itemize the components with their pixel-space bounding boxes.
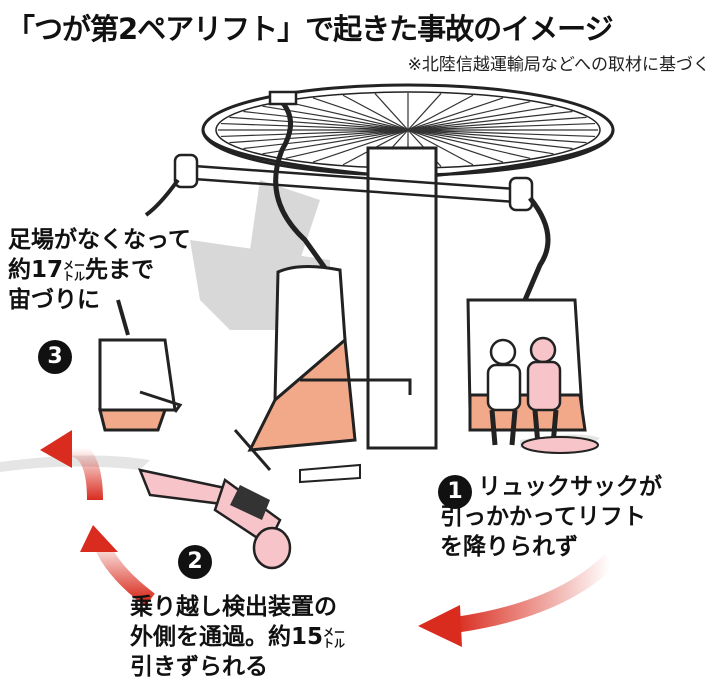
bullwheel-spoke [407, 110, 573, 131]
bullwheel-spoke [407, 129, 531, 159]
bullwheel-spoke [407, 116, 587, 131]
passenger-body [486, 363, 522, 412]
bullwheel-spoke [312, 129, 409, 163]
chair-base [299, 463, 361, 484]
meter-unit: メートル [63, 260, 85, 282]
step-1-line-3: を降りられず [440, 534, 578, 560]
bullwheel-spoke [407, 129, 596, 138]
bullwheel-spoke [243, 110, 409, 131]
movement-arrow-head [40, 430, 72, 468]
step-1-line-2: 引っかかってリフト [440, 504, 646, 530]
chair-seat [98, 408, 168, 432]
step-1-badge: 1 [438, 475, 472, 509]
chair-hanger [144, 178, 180, 217]
chair-hanger [116, 299, 130, 336]
passenger-legs [489, 409, 559, 446]
bullwheel-spoke [220, 122, 409, 131]
bullwheel-spoke [407, 129, 504, 163]
meter-unit: メートル [323, 627, 345, 649]
bullwheel-spoke [342, 94, 409, 131]
unit-bottom: トル [63, 269, 86, 283]
rope-clamp [173, 153, 199, 189]
bullwheel-spoke [407, 129, 587, 144]
diagram-title: 「つが第2ペアリフト」で起きた事故のイメージ [6, 12, 614, 46]
movement-arrow-head [80, 525, 118, 552]
haul-rope [179, 163, 531, 192]
unit-top: メー [63, 258, 86, 272]
step-2-distance: 外側を通過。約15 [130, 624, 324, 650]
hanger-grip [268, 90, 298, 106]
ski [521, 436, 599, 454]
chair-frame [273, 265, 347, 404]
passenger-head [489, 338, 517, 366]
step-2-line-3: 引きずられる [130, 654, 268, 680]
step-2-line-1: 乗り越し検出装置の [130, 594, 337, 620]
bullwheel-spoke [374, 93, 409, 131]
dragged-passenger [137, 468, 292, 570]
movement-arrow-head [418, 605, 462, 647]
passenger-head [529, 336, 557, 364]
passenger-body [526, 360, 562, 412]
haul-rope [179, 176, 531, 205]
bullwheel-spoke [407, 101, 531, 131]
bullwheel-spoke [285, 101, 409, 131]
bullwheel-spoke [407, 97, 504, 131]
bullwheel-spoke [407, 122, 596, 131]
bullwheel-spoke [407, 94, 474, 131]
bullwheel-spoke [407, 93, 442, 131]
movement-arrow [68, 440, 103, 501]
bullwheel-spoke [229, 116, 409, 131]
bullwheel-spoke [407, 129, 474, 166]
bullwheel-spoke [312, 97, 409, 131]
step-3-tail: 先まで [85, 257, 155, 283]
chair-footrest [139, 390, 183, 413]
chair-hanger [522, 196, 551, 301]
bullwheel-spoke [262, 129, 409, 155]
bullwheel-spoke [407, 105, 554, 131]
step-3-distance: 約17 [8, 257, 64, 283]
bullwheel-spoke [407, 129, 554, 155]
step-2-badge: 2 [178, 545, 212, 579]
chair-seat [247, 336, 357, 452]
unit-top: メー [323, 625, 346, 639]
bullwheel-spoke [407, 129, 573, 150]
chair-hanger [273, 98, 328, 270]
tower [366, 146, 438, 450]
movement-arrow [453, 554, 616, 633]
step-1-label: リュックサックが 引っかかってリフト を降りられず [440, 472, 662, 562]
chair-footrest [233, 429, 272, 471]
step-3-line-3: 宙づりに [8, 287, 100, 313]
bullwheel-spoke [220, 129, 409, 138]
rope-clamp [508, 176, 534, 212]
source-note: ※北陸信越運輸局などへの取材に基づく [407, 55, 710, 75]
bullwheel-spoke [229, 129, 409, 144]
bullwheel-spoke [285, 129, 409, 159]
step-3-badge: 3 [38, 340, 72, 374]
snow-shadow-band [0, 455, 150, 472]
chair-footrest [300, 378, 412, 395]
snow-shadow [0, 461, 720, 689]
step-1-line-1: リュックサックが [478, 474, 662, 500]
unit-bottom: トル [323, 636, 346, 650]
step-3-line-1: 足場がなくなって [8, 227, 191, 253]
bullwheel-spoke [243, 129, 409, 150]
